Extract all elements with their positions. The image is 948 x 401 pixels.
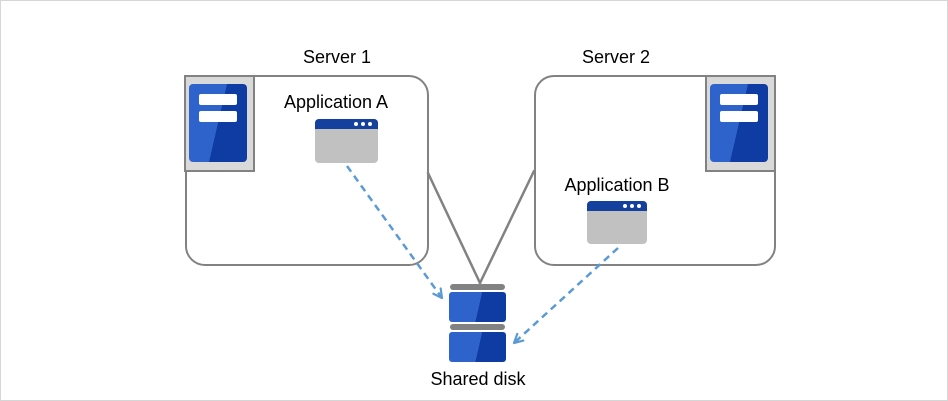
window-dot-icon [630, 204, 634, 208]
shared-disk-icon [449, 292, 506, 322]
window-dot-icon [637, 204, 641, 208]
window-dot-icon [361, 122, 365, 126]
server-slot-icon [199, 111, 237, 122]
app-a-label: Application A [283, 92, 389, 112]
server2-server-icon [705, 75, 776, 172]
window-titlebar [587, 201, 647, 211]
window-buttons [354, 122, 372, 126]
app-b-window-icon [587, 201, 647, 244]
window-dot-icon [368, 122, 372, 126]
server2-label: Server 2 [581, 47, 651, 67]
server-tower-icon [189, 84, 247, 162]
connector-server1-disk [426, 171, 482, 285]
shared-disk-icon [450, 324, 505, 330]
window-dot-icon [354, 122, 358, 126]
shared-disk-label: Shared disk [430, 369, 526, 389]
connector-server2-disk [478, 169, 536, 285]
server-slot-icon [720, 111, 758, 122]
window-dot-icon [623, 204, 627, 208]
server1-label: Server 1 [302, 47, 372, 67]
window-buttons [623, 204, 641, 208]
server1-server-icon [184, 75, 255, 172]
shared-disk-icon [449, 332, 506, 362]
app-a-window-icon [315, 119, 378, 163]
server-slot-icon [199, 94, 237, 105]
window-titlebar [315, 119, 378, 129]
server-slot-icon [720, 94, 758, 105]
app-b-label: Application B [564, 175, 670, 195]
server-tower-icon [710, 84, 768, 162]
shared-disk-icon [450, 284, 505, 290]
